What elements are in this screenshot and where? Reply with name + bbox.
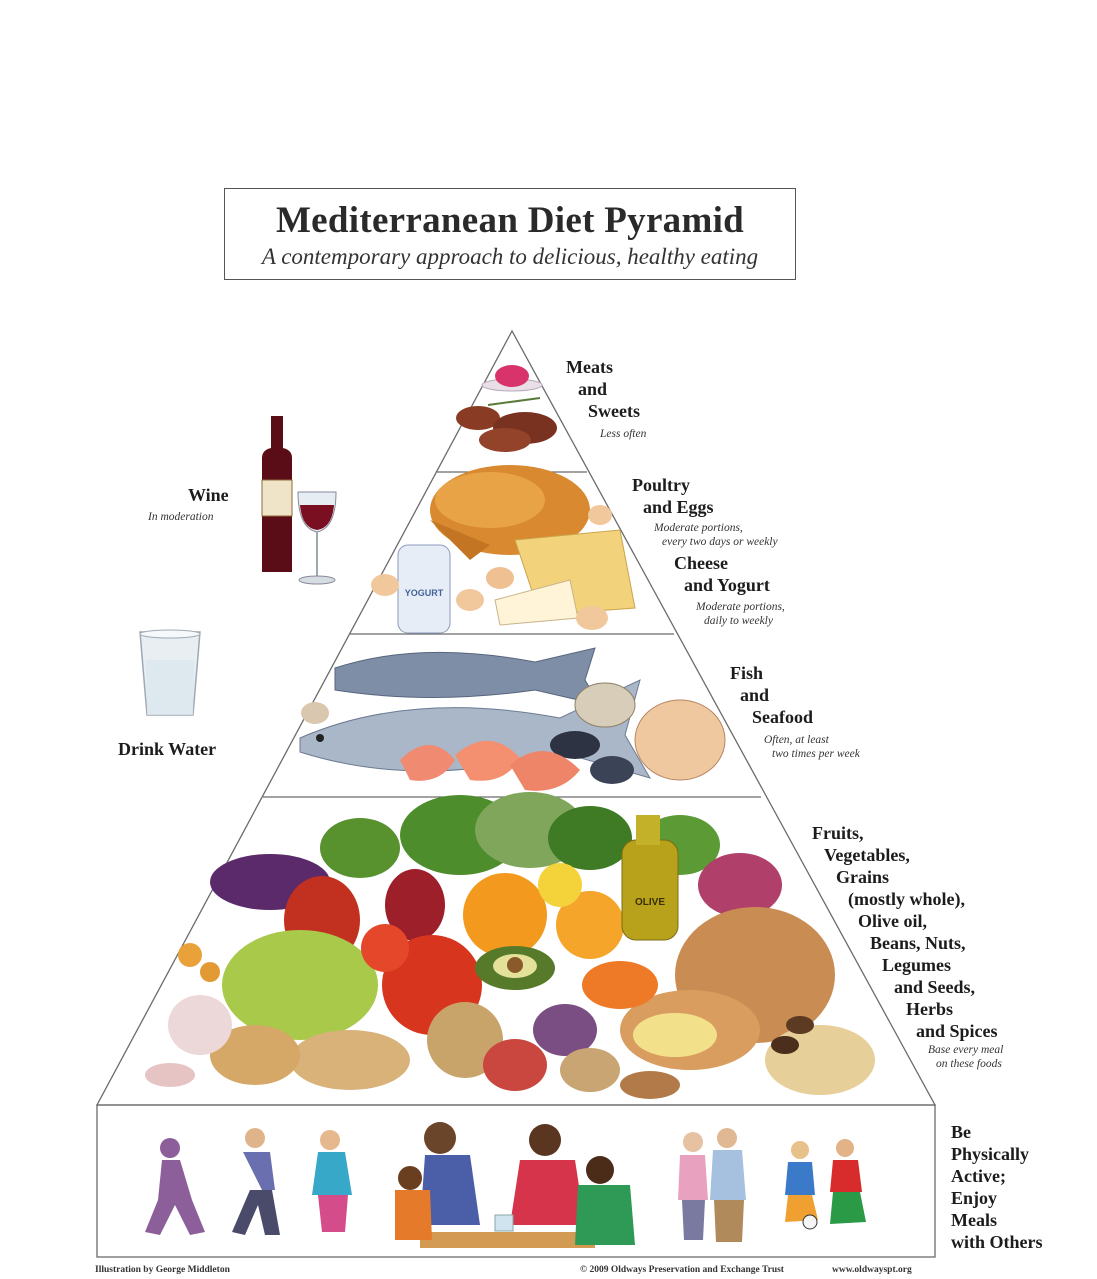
label-meats-sweets: Meats and Sweets [566,356,640,422]
label-drink-water: Drink Water [118,738,216,760]
fish-seafood-illustration [300,648,725,791]
label-be-active: Be Physically Active; Enjoy Meals with O… [951,1121,1043,1253]
copyright: © 2009 Oldways Preservation and Exchange… [580,1265,784,1275]
yogurt-label: YOGURT [405,588,444,598]
label-cheese-yogurt: Cheese and Yogurt [674,552,770,596]
kids-soccer [785,1139,866,1229]
active-people-illustration [145,1122,866,1248]
olive-oil-label: OLIVE [635,897,665,908]
label-fish-seafood: Fish and Seafood [730,662,813,728]
dancers [145,1128,352,1235]
website-url: www.oldwayspt.org [832,1265,912,1275]
note-cheese-yogurt: Moderate portions, daily to weekly [696,600,785,628]
note-meats-sweets: Less often [600,427,646,441]
label-poultry-eggs: Poultry and Eggs [632,474,714,518]
note-fish-seafood: Often, at least two times per week [764,733,860,761]
illustration-credit: Illustration by George Middleton [95,1265,230,1275]
family-meal [395,1122,635,1248]
wine-illustration [262,416,336,584]
label-wine: Wine [188,484,229,506]
note-plant-foods: Base every meal on these foods [928,1043,1003,1071]
plant-foods-illustration: OLIVE [145,792,875,1099]
older-couple [678,1128,746,1242]
meats-sweets-illustration [456,365,557,452]
water-glass-illustration [140,630,200,715]
label-plant-foods: Fruits, Vegetables, Grains (mostly whole… [812,822,998,1042]
note-wine: In moderation [148,510,213,524]
poultry-cheese-illustration: YOGURT [371,465,635,633]
note-poultry-eggs: Moderate portions, every two days or wee… [654,521,778,549]
